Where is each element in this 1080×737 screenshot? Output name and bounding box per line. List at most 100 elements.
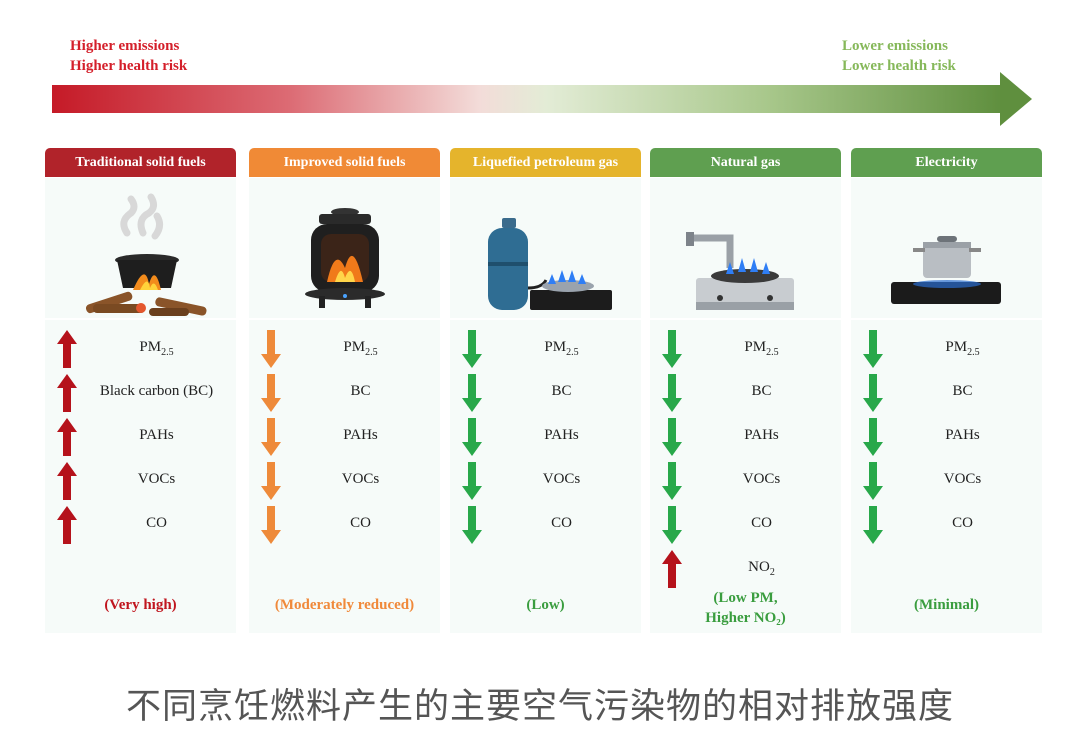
figure-caption: 不同烹饪燃料产生的主要空气污染物的相对排放强度 <box>125 687 954 727</box>
pollutant-label: CO <box>891 515 1034 532</box>
summary-line: (Very high) <box>104 597 177 613</box>
down-arrow-icon <box>863 374 883 412</box>
pollutant-row: PAHs <box>851 418 1042 458</box>
down-arrow-icon <box>261 506 281 544</box>
pollutant-name: VOCs <box>742 471 781 487</box>
pollutant-row: PM2.5 <box>450 330 641 370</box>
pollutant-row: CO <box>851 506 1042 546</box>
lower-emissions-text: Lower emissions <box>842 38 948 54</box>
pollutant-label: VOCs <box>289 471 432 488</box>
gradient-arrow-icon <box>52 72 1032 126</box>
open-fire-pot-icon <box>85 193 207 316</box>
pollutant-row: NO2 <box>650 550 841 590</box>
pollutant-row: PAHs <box>450 418 641 458</box>
pollutant-label: PM2.5 <box>490 339 633 358</box>
pollutant-name: BC <box>952 383 973 399</box>
down-arrow-icon <box>662 330 682 368</box>
pollutant-label: BC <box>289 383 432 400</box>
pollutant-subscript: 2.5 <box>967 347 980 358</box>
pollutant-label: VOCs <box>690 471 833 488</box>
pollutant-label: PM2.5 <box>85 339 228 358</box>
pollutant-label: VOCs <box>490 471 633 488</box>
down-arrow-icon <box>662 374 682 412</box>
pollutant-name: BC <box>350 383 371 399</box>
pollutant-label: BC <box>490 383 633 400</box>
pollutant-row: CO <box>45 506 236 546</box>
pollutant-label: BC <box>891 383 1034 400</box>
pollutant-label: PM2.5 <box>891 339 1034 358</box>
pollutant-name: PM <box>544 339 567 355</box>
emission-summary: (Low) <box>450 595 641 615</box>
down-arrow-icon <box>462 506 482 544</box>
higher-risk-label: Higher emissions Higher health risk <box>70 36 187 76</box>
induction-cooktop-pot-icon <box>891 236 1001 304</box>
pollutant-row: VOCs <box>45 462 236 502</box>
pollutant-name: VOCs <box>943 471 982 487</box>
pollutant-label: PAHs <box>490 427 633 444</box>
higher-emissions-text: Higher emissions <box>70 38 180 54</box>
up-arrow-icon <box>57 506 77 544</box>
pollutant-subscript: 2 <box>769 567 775 578</box>
down-arrow-icon <box>863 418 883 456</box>
pollutant-label: PAHs <box>690 427 833 444</box>
pollutant-name: VOCs <box>137 471 176 487</box>
down-arrow-icon <box>863 330 883 368</box>
pollutant-row: BC <box>650 374 841 414</box>
pollutant-name: PM <box>945 339 968 355</box>
up-arrow-icon <box>57 374 77 412</box>
down-arrow-icon <box>261 418 281 456</box>
pollutant-name: PM <box>139 339 162 355</box>
down-arrow-icon <box>863 462 883 500</box>
lpg-cylinder-burner-icon <box>488 218 612 310</box>
down-arrow-icon <box>261 462 281 500</box>
pollutant-label: PM2.5 <box>289 339 432 358</box>
pollutant-row: VOCs <box>450 462 641 502</box>
pollutant-row: PM2.5 <box>851 330 1042 370</box>
pollutant-label: CO <box>490 515 633 532</box>
pollutant-name: PM <box>343 339 366 355</box>
summary-line: (Minimal) <box>914 597 979 613</box>
up-arrow-icon <box>57 330 77 368</box>
pollutant-row: BC <box>450 374 641 414</box>
summary-line: (Moderately reduced) <box>274 597 415 613</box>
pollutant-row: PAHs <box>45 418 236 458</box>
improved-stove-icon <box>305 208 385 308</box>
pollutant-label: CO <box>289 515 432 532</box>
pollutant-subscript: 2.5 <box>766 347 779 358</box>
pollutant-label: BC <box>690 383 833 400</box>
pollutant-row: CO <box>450 506 641 546</box>
down-arrow-icon <box>462 330 482 368</box>
pollutant-row: PAHs <box>249 418 440 458</box>
emission-summary: (Moderately reduced) <box>249 595 440 615</box>
pollutant-row: CO <box>249 506 440 546</box>
down-arrow-icon <box>462 374 482 412</box>
column-header: Electricity <box>851 148 1042 177</box>
pollutant-name: PAHs <box>343 427 378 443</box>
column-header: Liquefied petroleum gas <box>450 148 641 177</box>
pollutant-row: VOCs <box>249 462 440 502</box>
down-arrow-icon <box>261 374 281 412</box>
pollutant-row: BC <box>851 374 1042 414</box>
down-arrow-icon <box>863 506 883 544</box>
emission-summary: (Very high) <box>45 595 236 615</box>
pollutant-label: PAHs <box>85 427 228 444</box>
pollutant-label: PAHs <box>891 427 1034 444</box>
pollutant-name: CO <box>751 515 772 531</box>
image-panel <box>45 178 236 318</box>
pollutant-name: CO <box>350 515 371 531</box>
pollutant-row: PM2.5 <box>249 330 440 370</box>
image-panel <box>851 178 1042 318</box>
pollutant-name: CO <box>551 515 572 531</box>
summary-line: Higher NO₂) <box>705 610 786 626</box>
lower-health-risk-text: Lower health risk <box>842 58 956 74</box>
down-arrow-icon <box>462 462 482 500</box>
pollutant-label: CO <box>690 515 833 532</box>
pollutant-row: BC <box>249 374 440 414</box>
